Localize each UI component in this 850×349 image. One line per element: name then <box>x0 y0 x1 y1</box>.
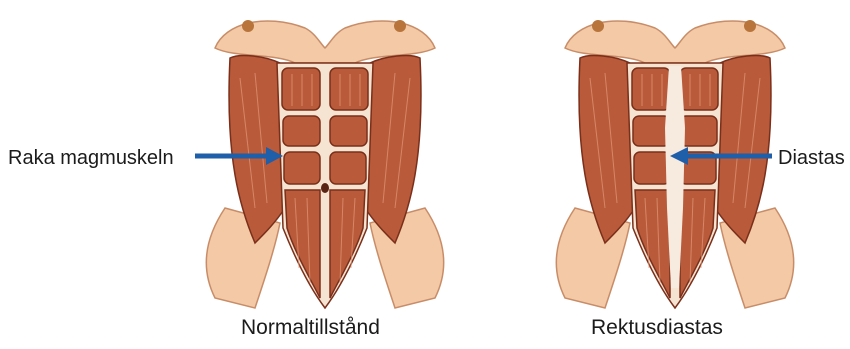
diastasis-torso <box>556 20 793 308</box>
diastasis-caption: Rektusdiastas <box>591 316 723 340</box>
normal-caption: Normaltillstånd <box>241 316 380 340</box>
rectus-muscle-label: Raka magmuskeln <box>8 147 174 170</box>
normal-torso <box>206 20 443 308</box>
diastasis-label: Diastas <box>778 147 845 170</box>
